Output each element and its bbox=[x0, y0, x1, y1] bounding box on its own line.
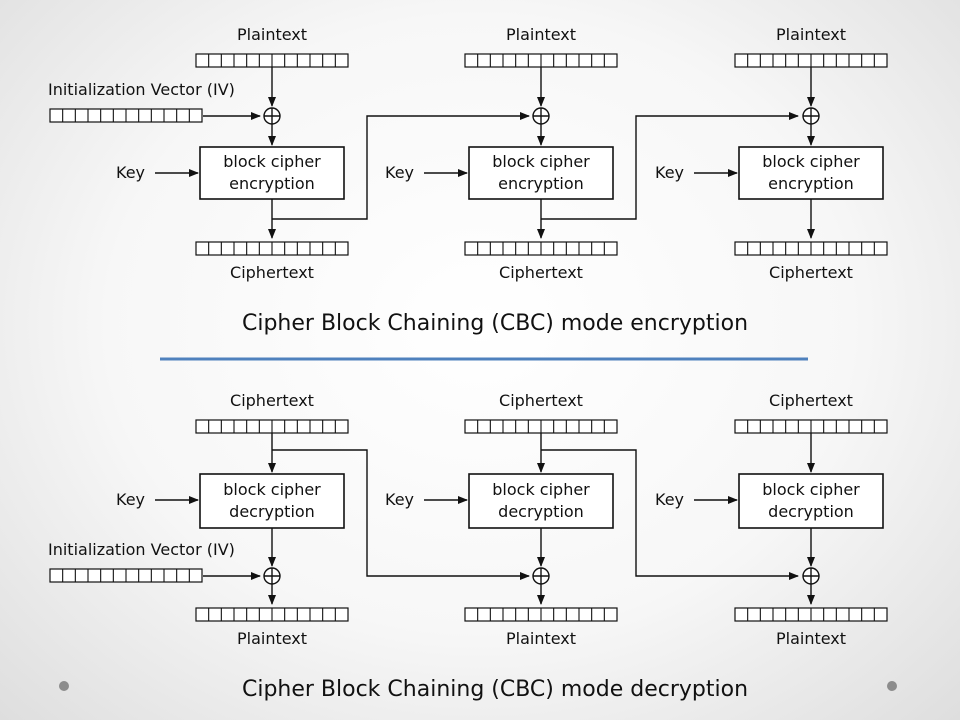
enc-key-label-3: Key bbox=[655, 163, 684, 182]
enc-ciphertext-register-3 bbox=[734, 241, 888, 256]
dec-ciphertext-register-3 bbox=[734, 419, 888, 434]
xor-icon bbox=[263, 107, 281, 125]
enc-stage-1: Plaintext Key block cipher encryption Ci… bbox=[116, 25, 530, 282]
dec-cipher-line1-1: block cipher bbox=[223, 480, 321, 499]
xor-icon bbox=[802, 107, 820, 125]
dec-ciphertext-register-1 bbox=[195, 419, 349, 434]
enc-ciphertext-label-1: Ciphertext bbox=[230, 263, 314, 282]
enc-ciphertext-label-2: Ciphertext bbox=[499, 263, 583, 282]
dec-cipher-line1-2: block cipher bbox=[492, 480, 590, 499]
dec-key-label-3: Key bbox=[655, 490, 684, 509]
enc-cipher-line2-1: encryption bbox=[229, 174, 315, 193]
decryption-caption: Cipher Block Chaining (CBC) mode decrypt… bbox=[242, 677, 748, 702]
dec-block-cipher-box-1 bbox=[199, 473, 345, 529]
dot-icon bbox=[59, 681, 69, 691]
dec-ciphertext-label-3: Ciphertext bbox=[769, 391, 853, 410]
dec-ciphertext-register-2 bbox=[464, 419, 618, 434]
enc-plaintext-register-1 bbox=[195, 53, 349, 68]
dec-plaintext-label-1: Plaintext bbox=[237, 629, 307, 648]
dec-plaintext-register-2 bbox=[464, 607, 618, 622]
enc-block-cipher-box-3 bbox=[738, 146, 884, 200]
enc-cipher-line2-3: encryption bbox=[768, 174, 854, 193]
enc-chain-arrow-2 bbox=[541, 112, 799, 220]
dot-icon bbox=[887, 681, 897, 691]
dec-stage-1: Ciphertext Key block cipher decryption P… bbox=[116, 391, 530, 648]
xor-icon bbox=[532, 107, 550, 125]
dec-plaintext-label-3: Plaintext bbox=[776, 629, 846, 648]
enc-ciphertext-label-3: Ciphertext bbox=[769, 263, 853, 282]
dec-cipher-line1-3: block cipher bbox=[762, 480, 860, 499]
decryption-section: Ciphertext Key block cipher decryption P… bbox=[48, 391, 888, 702]
enc-block-cipher-box-2 bbox=[468, 146, 614, 200]
dec-plaintext-register-3 bbox=[734, 607, 888, 622]
enc-plaintext-register-3 bbox=[734, 53, 888, 68]
enc-cipher-line1-3: block cipher bbox=[762, 152, 860, 171]
enc-ciphertext-register-2 bbox=[464, 241, 618, 256]
dec-block-cipher-box-2 bbox=[468, 473, 614, 529]
encryption-caption: Cipher Block Chaining (CBC) mode encrypt… bbox=[242, 311, 748, 336]
enc-plaintext-label-2: Plaintext bbox=[506, 25, 576, 44]
dec-block-cipher-box-3 bbox=[738, 473, 884, 529]
dec-cipher-line2-2: decryption bbox=[498, 502, 584, 521]
dec-iv-label: Initialization Vector (IV) bbox=[48, 540, 235, 559]
dec-cipher-line2-1: decryption bbox=[229, 502, 315, 521]
dec-key-label-2: Key bbox=[385, 490, 414, 509]
dec-stage-2: Ciphertext Key block cipher decryption P… bbox=[385, 391, 799, 648]
dec-plaintext-label-2: Plaintext bbox=[506, 629, 576, 648]
enc-iv-label: Initialization Vector (IV) bbox=[48, 80, 235, 99]
dec-cipher-line2-3: decryption bbox=[768, 502, 854, 521]
enc-plaintext-label-3: Plaintext bbox=[776, 25, 846, 44]
enc-stage-2: Plaintext Key block cipher encryption Ci… bbox=[385, 25, 799, 282]
enc-cipher-line1-2: block cipher bbox=[492, 152, 590, 171]
dec-chain-arrow-1 bbox=[272, 449, 530, 580]
dec-ciphertext-label-2: Ciphertext bbox=[499, 391, 583, 410]
dec-chain-arrow-2 bbox=[541, 449, 799, 580]
enc-plaintext-register-2 bbox=[464, 53, 618, 68]
enc-chain-arrow-1 bbox=[272, 112, 530, 220]
xor-icon bbox=[532, 567, 550, 585]
enc-cipher-line1-1: block cipher bbox=[223, 152, 321, 171]
enc-ciphertext-register-1 bbox=[195, 241, 349, 256]
xor-icon bbox=[263, 567, 281, 585]
enc-stage-3: Plaintext Key block cipher encryption Ci… bbox=[655, 25, 888, 282]
dec-iv-register bbox=[49, 568, 203, 583]
enc-plaintext-label-1: Plaintext bbox=[237, 25, 307, 44]
enc-key-label-1: Key bbox=[116, 163, 145, 182]
encryption-section: Initialization Vector (IV) Plaintext Key… bbox=[48, 25, 888, 336]
enc-block-cipher-box-1 bbox=[199, 146, 345, 200]
enc-key-label-2: Key bbox=[385, 163, 414, 182]
xor-icon bbox=[802, 567, 820, 585]
dec-plaintext-register-1 bbox=[195, 607, 349, 622]
dec-key-label-1: Key bbox=[116, 490, 145, 509]
dec-ciphertext-label-1: Ciphertext bbox=[230, 391, 314, 410]
dec-stage-3: Ciphertext Key block cipher decryption P… bbox=[655, 391, 888, 648]
enc-iv-register bbox=[49, 108, 203, 123]
enc-cipher-line2-2: encryption bbox=[498, 174, 584, 193]
